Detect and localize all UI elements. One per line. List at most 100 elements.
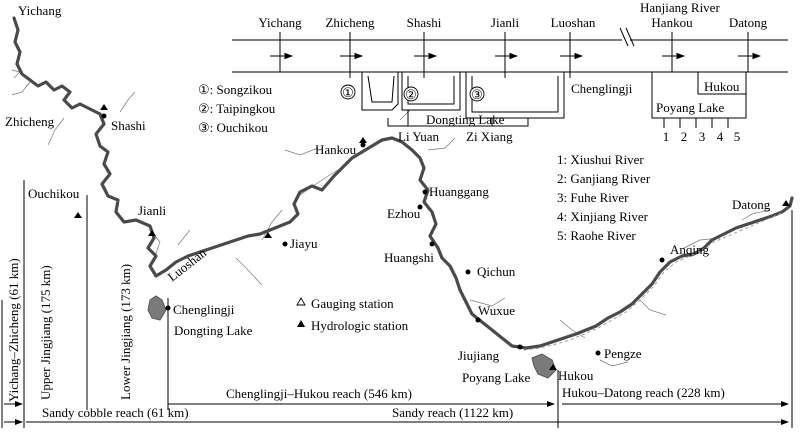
poyang-num-5: 5 [734,129,741,144]
anqing-dot [659,257,665,263]
label-datong: Datong [732,197,771,212]
ezhou-dot [417,204,423,210]
schem-chenglingji: Chenglingji [571,81,633,96]
hanjiang-break-1 [619,27,629,47]
label-hukou: Hukou [558,368,594,383]
luoshan-hydro-marker [264,232,272,238]
ouchikou-hydro-marker [74,212,82,218]
hydrologic-station-icon [297,320,305,327]
main-channel [12,16,794,350]
outlet-2-circle: ② [405,87,417,102]
dongting-schematic-labels: Dongting Lake Li Yuan Zi Xiang Chengling… [398,81,633,144]
reach-labels: Yichang–Zhicheng (61 km) Upper Jingjiang… [6,258,725,420]
reach-sandy-cobble: Sandy cobble reach (61 km) [42,405,189,420]
main-channel-highlight [523,211,785,351]
hukou-hydro-marker [549,364,557,370]
pengze-dot [595,350,601,356]
reach-scale-bars [4,401,789,425]
label-yichang: Yichang [18,3,62,18]
yangtze-river [11,16,794,379]
reach-sandy: Sandy reach (1122 km) [392,405,513,420]
datong-hydro-marker [782,200,790,206]
poyang-schematic-labels: Hukou Poyang Lake 1 2 3 4 5 [656,79,740,144]
shashi-hydro-marker [100,104,108,110]
schem-dongting-lake: Dongting Lake [426,112,505,127]
poyang-num-2: 2 [681,129,688,144]
schem-label-shashi: Shashi [407,15,442,30]
jianli-hydro-marker [148,230,156,236]
place-labels: Yichang Zhicheng Shashi Ouchikou Jianli … [5,3,771,385]
reach-hukou-datong: Hukou–Datong reach (228 km) [562,385,725,400]
hankou-hydro-marker [359,137,367,143]
label-huanggang: Huanggang [429,184,489,199]
station-legend: Gauging station Hydrologic station [296,296,409,333]
tributary-2: 2: Ganjiang River [557,171,651,186]
label-qichun: Qichun [477,264,516,279]
tributary-lines [11,69,771,367]
outlet-list: ①: Songzikou ②: Taipingkou ③: Ouchikou [198,82,276,135]
qichun-dot [465,269,471,275]
poyang-num-3: 3 [699,129,706,144]
schem-zi-xiang: Zi Xiang [466,129,513,144]
tributary-list: 1: Xiushui River 2: Ganjiang River 3: Fu… [557,152,651,243]
poyang-lake-shape [531,353,557,379]
huanggang-dot [422,189,428,195]
label-anqing: Anqing [670,242,710,257]
outlet-3-circle: ③ [471,87,483,102]
tributary-5: 5: Raohe River [557,228,636,243]
reach-yichang-zhicheng: Yichang–Zhicheng (61 km) [6,258,21,402]
reach-dividers [1,180,793,428]
schem-label-zhicheng: Zhicheng [325,15,375,30]
wuxue-dot [475,317,481,323]
schem-hukou: Hukou [704,79,740,94]
tributary-4: 4: Xinjiang River [557,209,649,224]
poyang-num-4: 4 [717,129,724,144]
station-markers [74,104,790,370]
river-schematic: Yichang Zhicheng Shashi Jianli Luoshan H… [198,0,788,144]
jiujiang-dot [517,344,523,350]
schem-label-datong: Datong [729,15,768,30]
label-jiujiang: Jiujiang [458,348,500,363]
dongting-lake-shape [147,295,167,321]
schem-label-jianli: Jianli [491,15,520,30]
poyang-num-1: 1 [663,129,670,144]
tributary-3: 3: Fuhe River [557,190,629,205]
outlet-1: ①: Songzikou [198,82,273,97]
schematic-station-labels: Yichang Zhicheng Shashi Jianli Luoshan H… [258,0,767,30]
reach-lower-jingjiang: Lower Jingjiang (173 km) [118,264,133,400]
label-jiayu: Jiayu [290,236,318,251]
label-dongting-lake: Dongting Lake [174,323,253,338]
gauging-station-icon [296,297,306,306]
schem-label-luoshan: Luoshan [551,15,596,30]
legend-hydrologic-station: Hydrologic station [311,318,409,333]
label-ouchikou: Ouchikou [28,186,80,201]
label-huangshi: Huangshi [384,250,434,265]
label-ezhou: Ezhou [387,206,421,221]
label-poyang-lake: Poyang Lake [462,370,530,385]
hankou-dot [360,142,366,148]
shashi-dot [101,113,107,119]
label-chenglingji: Chenglingji [173,302,235,317]
poyang-schematic [651,72,747,128]
reach-upper-jingjiang: Upper Jingjiang (175 km) [38,265,53,400]
label-shashi: Shashi [111,118,146,133]
hanjiang-break-2 [625,27,635,47]
outlet-3: ③: Ouchikou [198,120,268,135]
label-zhicheng: Zhicheng [5,114,55,129]
outlet-1-circle: ① [342,85,354,100]
legend-gauging-station: Gauging station [311,296,394,311]
tributary-1: 1: Xiushui River [557,152,644,167]
schem-label-hanjiang-river: Hanjiang River [640,0,720,15]
label-jianli: Jianli [138,203,167,218]
label-wuxue: Wuxue [478,303,515,318]
schematic-station-ticks [279,32,749,78]
schem-li-yuan: Li Yuan [398,129,440,144]
outlet-circle-labels: ① ② ③ [340,84,485,102]
reach-chenglingji-hukou: Chenglingji–Hukou reach (546 km) [226,386,412,401]
label-hankou: Hankou [315,142,357,157]
schem-label-hankou: Hankou [651,15,693,30]
outlet-2: ②: Taipingkou [198,101,276,116]
huangshi-dot [429,241,435,247]
